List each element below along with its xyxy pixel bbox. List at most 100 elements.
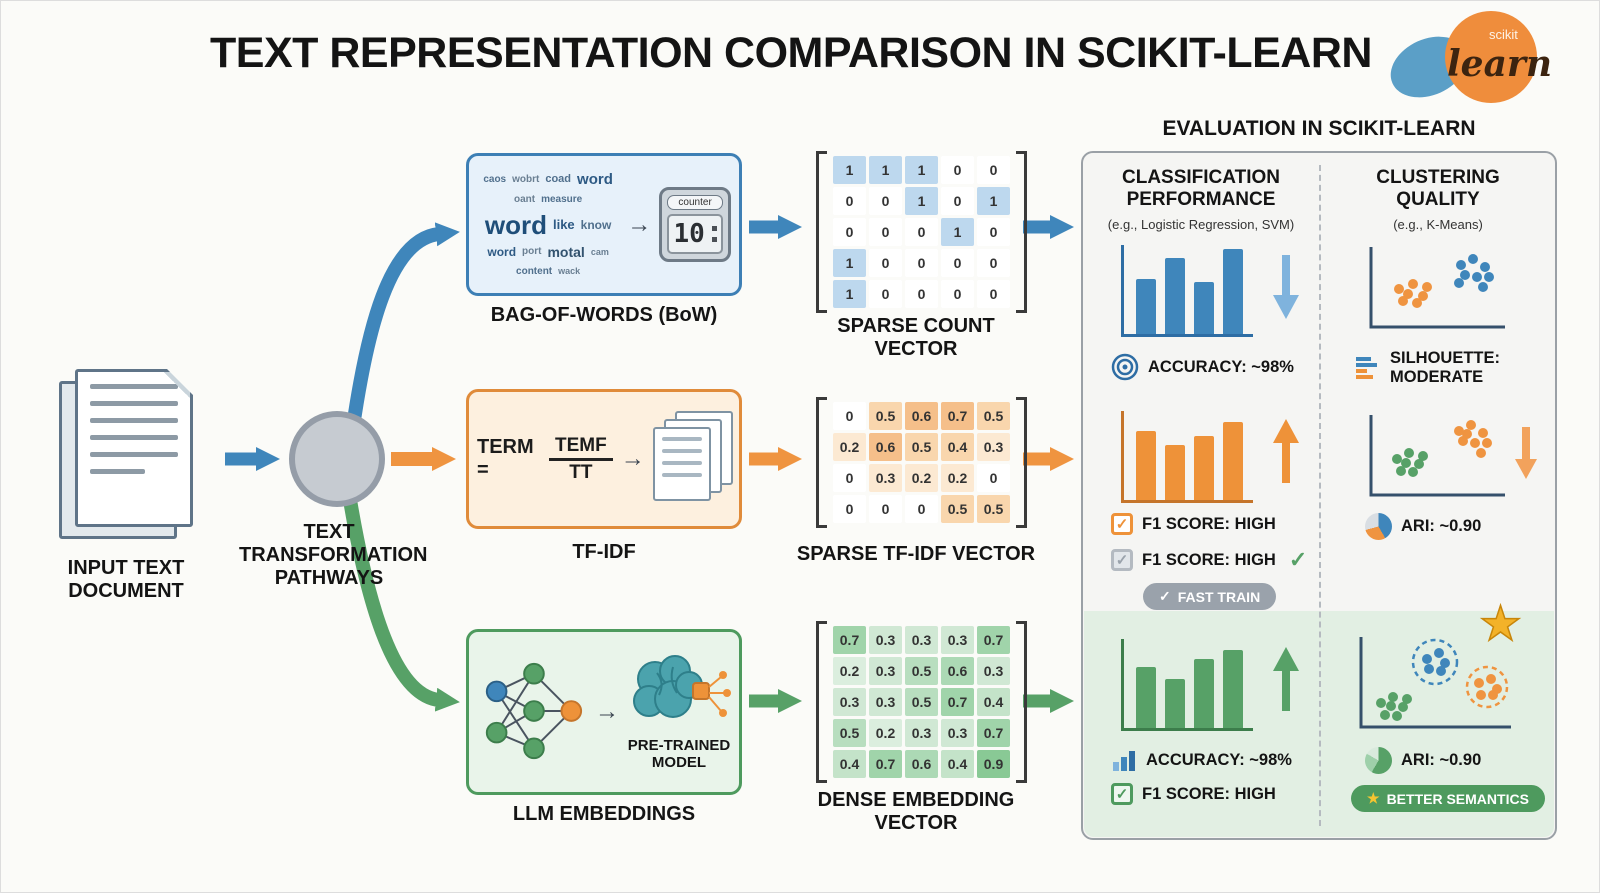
logo-orange-circle (1445, 11, 1537, 103)
checkbox-gray-icon: ✓ (1111, 549, 1133, 571)
orange-cluster-circle (1465, 665, 1509, 709)
matrix-cell: 0 (833, 464, 866, 492)
logo-scikit-text: scikit (1489, 27, 1518, 42)
matrix-cell: 0.3 (869, 657, 902, 685)
word-cloud-word: like (552, 217, 575, 233)
matrix-cell: 0 (833, 402, 866, 430)
blue-cluster-dots (1422, 648, 1450, 676)
matrix-bracket-right (1016, 151, 1027, 313)
matrix-cell: 0.2 (833, 433, 866, 461)
counter-value: 10 (673, 219, 705, 249)
word-cloud-word: measure (541, 193, 583, 205)
matrix-cell: 0 (977, 280, 1010, 308)
matrix-cell: 0.4 (833, 750, 866, 778)
chart-bar (1136, 430, 1156, 500)
word-cloud-word: content (516, 265, 553, 277)
matrix-cell: 0.2 (869, 719, 902, 747)
matrix-cell: 0.5 (833, 719, 866, 747)
word-cloud-word: wack (558, 266, 581, 277)
tfidf-box: TERM = TEMF TT → (466, 389, 742, 529)
chart-bar (1165, 444, 1185, 500)
pie-chart-icon (1365, 513, 1392, 540)
tfidf-formula: TERM = TEMF TT (477, 435, 613, 484)
matrix-cell: 0 (977, 249, 1010, 277)
llm-cluster-scatter (1359, 637, 1511, 729)
counter-label: counter (667, 195, 723, 210)
counter-display: 10 (667, 214, 723, 254)
word-cloud-word: wobrt (512, 173, 540, 185)
evaluation-panel: CLASSIFICATION PERFORMANCE (e.g., Logist… (1081, 151, 1557, 840)
word-cloud-word: know (580, 217, 612, 232)
matrix-cell: 0.7 (833, 626, 866, 654)
clustering-header: CLUSTERING QUALITY (e.g., K-Means) (1321, 167, 1555, 236)
matrix-cell: 0.2 (941, 464, 974, 492)
matrix-cell: 0.2 (905, 464, 938, 492)
word-cloud-word: motal (547, 244, 585, 261)
llm-accuracy-metric: ACCURACY: ~98% (1111, 747, 1292, 773)
matrix-cell: 0.3 (833, 688, 866, 716)
target-icon (1111, 353, 1139, 381)
page-title: TEXT REPRESENTATION COMPARISON IN SCIKIT… (210, 29, 1372, 77)
bow-silhouette-metric: SILHOUETTE: MODERATE (1353, 349, 1500, 387)
bow-cluster-scatter (1369, 247, 1505, 329)
counter-dots (711, 226, 717, 231)
matrix-cell: 0.4 (941, 750, 974, 778)
orange-cluster-dots (1474, 674, 1502, 700)
input-document-label: INPUT TEXT DOCUMENT (67, 557, 185, 602)
matrix-cell: 1 (869, 156, 902, 184)
chart-bar (1223, 249, 1243, 334)
check-icon: ✓ (1159, 588, 1171, 604)
tfidf-f1-metric-b: ✓ F1 SCORE: HIGH ✓ (1111, 547, 1307, 573)
matrix-cell: 0 (977, 464, 1010, 492)
matrix-cell: 0.7 (869, 750, 902, 778)
matrix-cell: 0.3 (905, 719, 938, 747)
documents-stack-icon (652, 411, 733, 507)
llm-box: → PRE-TRAINED (466, 629, 742, 795)
llm-ari-metric: ARI: ~0.90 (1365, 747, 1481, 774)
matrix-cell: 0.3 (977, 657, 1010, 685)
matrix-cell: 0.5 (905, 688, 938, 716)
green-cluster-dots (1392, 448, 1428, 477)
tfidf-ari-metric: ARI: ~0.90 (1365, 513, 1481, 540)
matrix-cell: 0.9 (977, 750, 1010, 778)
arrow-right-icon: → (595, 698, 619, 725)
bow-classification-chart (1121, 245, 1253, 337)
tfidf-f1-metric-a: ✓ F1 SCORE: HIGH (1111, 513, 1276, 535)
neural-network-icon (485, 662, 583, 760)
matrix-cell: 0 (941, 187, 974, 215)
chart-bar (1165, 258, 1185, 334)
word-cloud-word: oant (513, 193, 536, 205)
orange-cluster-dots (1454, 420, 1492, 458)
tfidf-classification-chart (1121, 411, 1253, 503)
matrix-cell: 1 (833, 156, 866, 184)
word-cloud-word: caos (483, 173, 507, 185)
matrix-cell: 0 (833, 187, 866, 215)
dense-embedding-caption: DENSE EMBEDDING VECTOR (817, 789, 1015, 834)
matrix-cell: 0 (905, 280, 938, 308)
matrix-cell: 0.6 (941, 657, 974, 685)
matrix-cell: 1 (977, 187, 1010, 215)
matrix-cell: 0 (833, 495, 866, 523)
arrow-right-icon: → (627, 210, 652, 238)
matrix-cell: 0 (905, 218, 938, 246)
chart-bar (1136, 278, 1156, 334)
arrow-hub-to-bow (346, 222, 460, 429)
checkbox-orange-icon: ✓ (1111, 513, 1133, 535)
brain-icon (633, 655, 731, 718)
document-fold-corner (164, 372, 190, 398)
matrix-cell: 0.7 (977, 626, 1010, 654)
bars-icon (1113, 751, 1135, 771)
trend-up-arrow-green (1273, 647, 1299, 711)
matrix-cell: 0 (869, 218, 902, 246)
checkbox-green-icon: ✓ (1111, 783, 1133, 805)
matrix-cell: 0.7 (977, 719, 1010, 747)
matrix-cell: 0.3 (977, 433, 1010, 461)
chart-bar (1194, 435, 1214, 500)
matrix-cell: 0 (869, 495, 902, 523)
matrix-cell: 1 (941, 218, 974, 246)
word-cloud-word: word (484, 209, 547, 240)
document-front-page (75, 369, 193, 527)
